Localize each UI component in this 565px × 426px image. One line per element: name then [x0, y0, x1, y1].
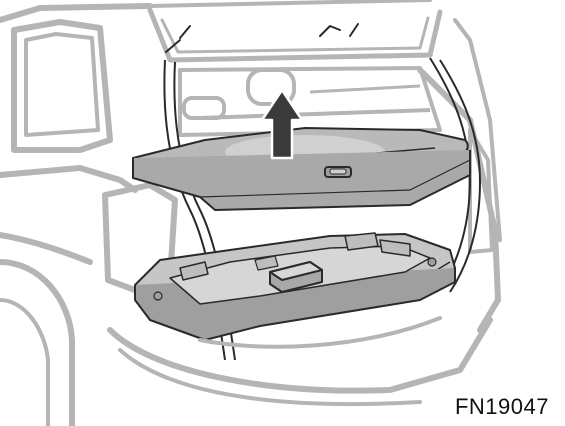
cargo-floor-tray	[134, 232, 456, 341]
car-body	[0, 0, 502, 426]
bumper-trim	[198, 316, 442, 349]
figure-id-label: FN19047	[454, 394, 549, 419]
arrow-up-icon	[260, 88, 304, 160]
raised-hatch-door	[147, 7, 443, 63]
rear-seats	[178, 66, 442, 137]
tonneau-cover	[132, 127, 471, 211]
